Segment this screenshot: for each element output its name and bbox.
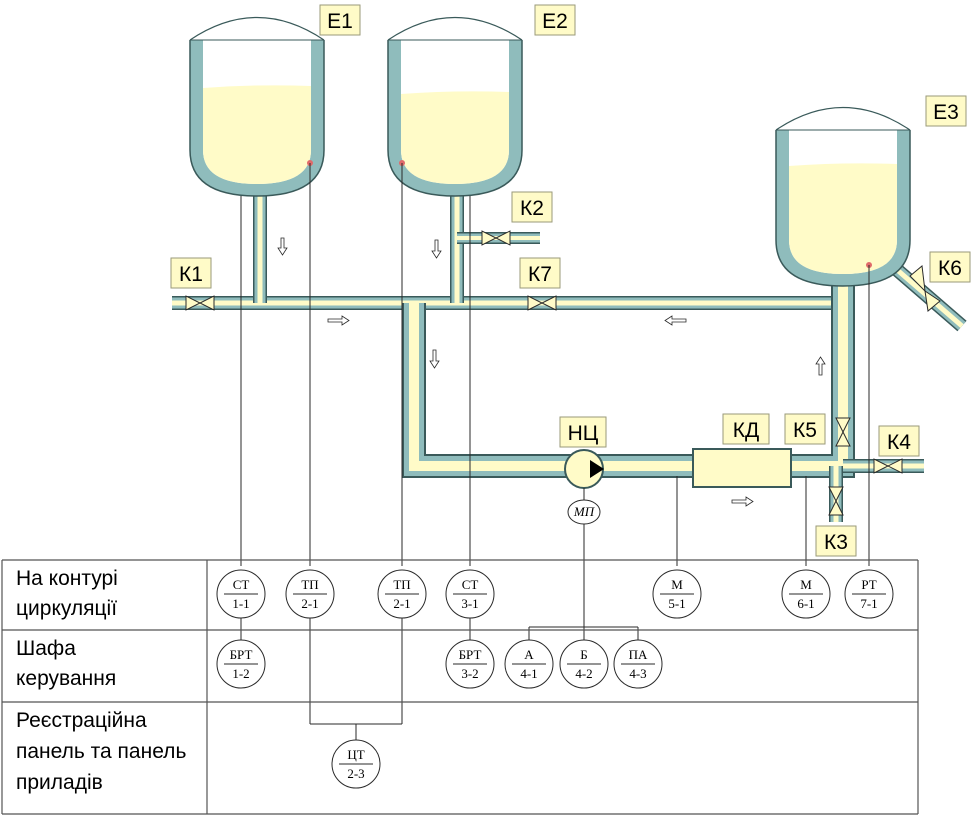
device-rt-7-1[interactable]: РТ 7-1 <box>844 569 894 619</box>
device-brt-1-2[interactable]: БРТ 1-2 <box>216 639 266 689</box>
valve-k4[interactable] <box>873 458 903 474</box>
device-code: М <box>800 577 812 592</box>
device-number: 7-1 <box>860 596 877 611</box>
valve-k3[interactable] <box>828 486 844 516</box>
instrument-devices: СТ 1-1 ТП 2-1 ТП 2-1 СТ 3-1 М 5-1 <box>216 569 894 789</box>
pump-label: НЦ <box>568 422 599 445</box>
device-code: ТП <box>393 577 410 592</box>
device-st-1-1[interactable]: СТ 1-1 <box>216 569 266 619</box>
row-label-line: панель та панель <box>16 740 186 763</box>
pump-motor-label: МП <box>573 504 596 519</box>
flow-arrow-down <box>431 239 442 259</box>
tank-e3-label: Е3 <box>933 101 959 124</box>
device-number: 5-1 <box>668 596 685 611</box>
valve-k7[interactable] <box>527 295 557 311</box>
device-code: М <box>671 577 683 592</box>
device-st-3-1[interactable]: СТ 3-1 <box>445 569 495 619</box>
valve-k7-label: К7 <box>528 263 552 286</box>
flow-arrows <box>277 237 826 507</box>
tank-e2 <box>387 17 523 197</box>
valve-k3-label: К3 <box>824 531 848 554</box>
flow-arrow-right <box>731 496 754 507</box>
row-label-line: Реєстраційна <box>16 709 147 732</box>
device-number: 3-2 <box>461 666 478 681</box>
device-number: 1-2 <box>232 666 249 681</box>
device-brt-3-2[interactable]: БРТ 3-2 <box>445 639 495 689</box>
tank-e1-label: Е1 <box>327 10 353 33</box>
flow-arrow-right <box>327 315 350 326</box>
flow-arrow-down <box>429 349 440 369</box>
device-code: СТ <box>233 577 250 592</box>
row-label-line: керування <box>16 667 116 690</box>
flow-arrow-left <box>664 315 687 326</box>
flow-arrow-up <box>815 356 826 376</box>
device-number: 4-1 <box>520 666 537 681</box>
device-code: ТП <box>301 577 318 592</box>
valve-k6-label: К6 <box>938 257 962 280</box>
valve-k5[interactable] <box>835 417 851 447</box>
tank-e3 <box>775 107 911 287</box>
row-label-control-cabinet: Шафа керування <box>16 637 116 690</box>
valve-k4-label: К4 <box>887 431 911 454</box>
row-label-line: На контурі <box>16 567 118 590</box>
device-number: 6-1 <box>797 596 814 611</box>
tag-boxes <box>170 4 971 557</box>
valve-k5-label: К5 <box>793 419 817 442</box>
device-code: РТ <box>861 577 876 592</box>
flow-arrow-down <box>277 237 288 256</box>
device-number: 4-3 <box>629 666 646 681</box>
tank-e1 <box>189 17 325 197</box>
device-number: 2-3 <box>347 766 364 781</box>
device-code: ЦТ <box>347 747 364 762</box>
device-m-5-1[interactable]: М 5-1 <box>652 569 702 619</box>
device-tp-2-1[interactable]: ТП 2-1 <box>285 569 335 619</box>
instrument-table <box>1 559 919 815</box>
device-code: А <box>524 647 534 662</box>
valve-k2[interactable] <box>481 230 511 246</box>
row-label-line: Шафа <box>16 637 76 660</box>
device-b-4-2[interactable]: Б 4-2 <box>559 639 609 689</box>
device-number: 4-2 <box>575 666 592 681</box>
signal-lines <box>240 163 870 740</box>
device-code: БРТ <box>459 647 482 662</box>
device-code: СТ <box>462 577 479 592</box>
pump-nc[interactable] <box>564 449 604 489</box>
cooler-label: КД <box>733 419 759 442</box>
row-label-line: циркуляції <box>16 597 117 620</box>
valve-k2-label: К2 <box>520 197 544 220</box>
pump-motor: МП <box>567 499 601 525</box>
valve-k6[interactable] <box>909 265 941 312</box>
device-number: 3-1 <box>461 596 478 611</box>
row-label-circulation: На контурі циркуляції <box>16 567 124 620</box>
valve-k1[interactable] <box>185 295 215 311</box>
device-a-4-1[interactable]: А 4-1 <box>504 639 554 689</box>
device-number: 2-1 <box>301 596 318 611</box>
device-number: 2-1 <box>393 596 410 611</box>
device-code: ПА <box>629 647 648 662</box>
tank-e2-label: Е2 <box>542 10 568 33</box>
device-code: БРТ <box>230 647 253 662</box>
device-ct-2-3[interactable]: ЦТ 2-3 <box>331 739 381 789</box>
device-m-6-1[interactable]: М 6-1 <box>781 569 831 619</box>
row-label-line: приладів <box>16 771 103 794</box>
device-number: 1-1 <box>232 596 249 611</box>
row-label-registration-panel: Реєстраційна панель та панель приладів <box>16 709 192 794</box>
device-pa-4-3[interactable]: ПА 4-3 <box>613 639 663 689</box>
device-tp-2-1[interactable]: ТП 2-1 <box>377 569 427 619</box>
cooler-kd[interactable] <box>692 448 792 488</box>
device-code: Б <box>580 647 587 662</box>
pipe-network <box>172 196 967 522</box>
valve-k1-label: К1 <box>179 263 203 286</box>
